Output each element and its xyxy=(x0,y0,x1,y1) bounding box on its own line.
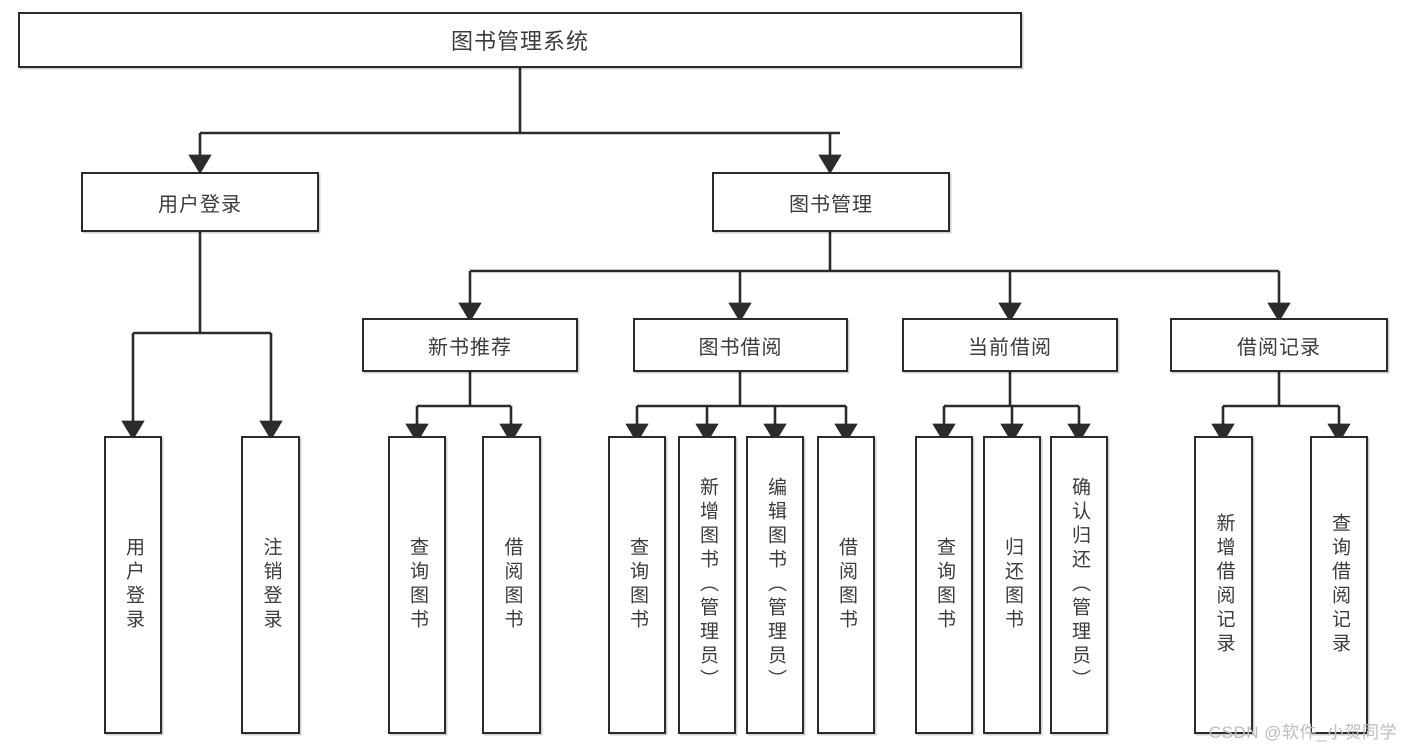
node-book-borrow-label: 图书借阅 xyxy=(698,336,783,359)
leaf-new-book-borrow[interactable]: 借阅图书 xyxy=(482,436,541,734)
leaf-label: 查询图书 xyxy=(406,537,428,633)
node-root-label: 图书管理系统 xyxy=(450,29,589,54)
node-book-borrow[interactable]: 图书借阅 xyxy=(633,318,848,372)
node-borrow-record[interactable]: 借阅记录 xyxy=(1170,318,1388,372)
leaf-user-login-signin[interactable]: 用户登录 xyxy=(104,436,162,734)
leaf-new-book-query[interactable]: 查询图书 xyxy=(388,436,446,734)
leaf-label: 用户登录 xyxy=(122,537,144,633)
node-user-login[interactable]: 用户登录 xyxy=(81,172,319,232)
leaf-label: 归还图书 xyxy=(1001,537,1023,633)
leaf-current-confirm-return[interactable]: 确认归还（管理员） xyxy=(1050,436,1108,734)
leaf-label: 注销登录 xyxy=(260,537,282,633)
leaf-label: 查询借阅记录 xyxy=(1328,513,1350,657)
node-new-book-recommend[interactable]: 新书推荐 xyxy=(362,318,578,372)
leaf-label: 新增借阅记录 xyxy=(1213,513,1235,657)
leaf-label: 查询图书 xyxy=(626,537,648,633)
leaf-current-query[interactable]: 查询图书 xyxy=(915,436,973,734)
leaf-current-return[interactable]: 归还图书 xyxy=(983,436,1041,734)
leaf-label: 新增图书（管理员） xyxy=(696,477,718,693)
leaf-borrow-edit-book[interactable]: 编辑图书（管理员） xyxy=(746,436,804,734)
leaf-record-query[interactable]: 查询借阅记录 xyxy=(1310,436,1368,734)
node-new-book-recommend-label: 新书推荐 xyxy=(428,336,512,359)
node-book-management-label: 图书管理 xyxy=(789,193,873,216)
node-root-system[interactable]: 图书管理系统 xyxy=(18,12,1022,68)
leaf-user-login-signout[interactable]: 注销登录 xyxy=(241,436,300,734)
leaf-label: 确认归还（管理员） xyxy=(1068,477,1090,693)
leaf-borrow-borrow-book[interactable]: 借阅图书 xyxy=(817,436,875,734)
leaf-label: 查询图书 xyxy=(933,537,955,633)
leaf-label: 编辑图书（管理员） xyxy=(764,477,786,693)
node-current-borrow[interactable]: 当前借阅 xyxy=(902,318,1118,372)
node-book-management[interactable]: 图书管理 xyxy=(712,172,950,232)
leaf-borrow-add-book[interactable]: 新增图书（管理员） xyxy=(678,436,736,734)
leaf-label: 借阅图书 xyxy=(835,537,857,633)
csdn-watermark: CSDN @软件_小贺同学 xyxy=(1208,723,1397,742)
leaf-borrow-query[interactable]: 查询图书 xyxy=(608,436,666,734)
leaf-label: 借阅图书 xyxy=(501,537,523,633)
node-current-borrow-label: 当前借阅 xyxy=(968,336,1052,359)
leaf-record-add[interactable]: 新增借阅记录 xyxy=(1194,436,1253,734)
node-user-login-label: 用户登录 xyxy=(158,193,242,216)
node-borrow-record-label: 借阅记录 xyxy=(1237,336,1321,359)
